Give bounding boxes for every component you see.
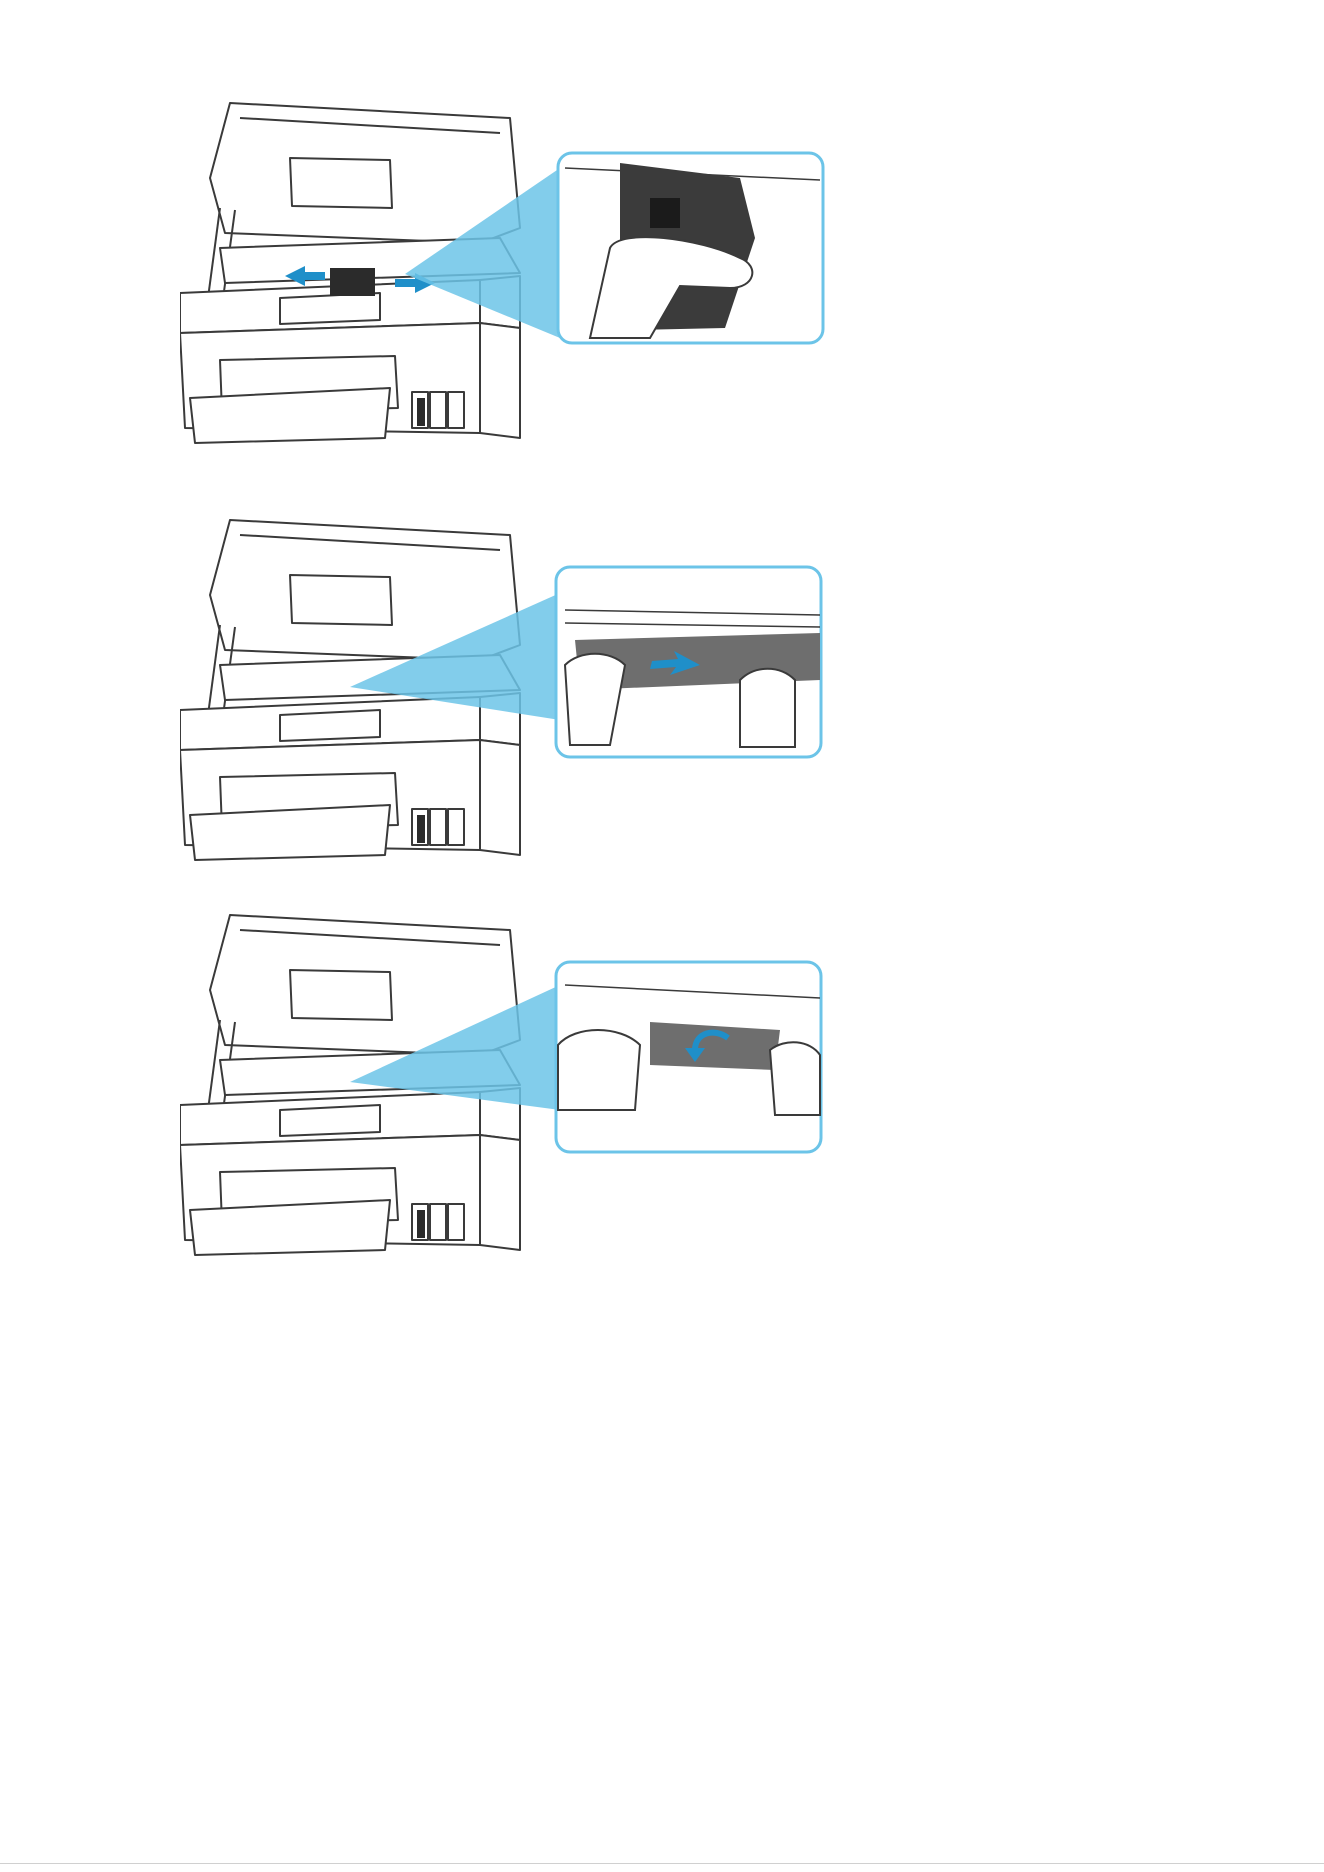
- right-hand-icon: [740, 669, 795, 747]
- black-ink-tank: [417, 1210, 425, 1238]
- step-1-illustration: [180, 98, 1000, 518]
- step-3-illustration: [180, 910, 1000, 1330]
- black-ink-tank: [417, 398, 425, 426]
- step-3-figure: [180, 910, 1000, 1330]
- left-hand-icon: [558, 1030, 640, 1110]
- step-1-inset: [558, 153, 823, 343]
- page-footer-line: [0, 1863, 1324, 1872]
- right-hand-icon: [770, 1042, 820, 1115]
- step-1-figure: [180, 98, 1000, 518]
- step-2-inset: [556, 567, 821, 757]
- print-head-holder: [330, 268, 375, 296]
- step-3-inset: [556, 962, 821, 1152]
- black-ink-tank: [417, 815, 425, 843]
- jammed-paper: [650, 1022, 780, 1070]
- step-2-figure: [180, 515, 1000, 935]
- step-2-illustration: [180, 515, 1000, 935]
